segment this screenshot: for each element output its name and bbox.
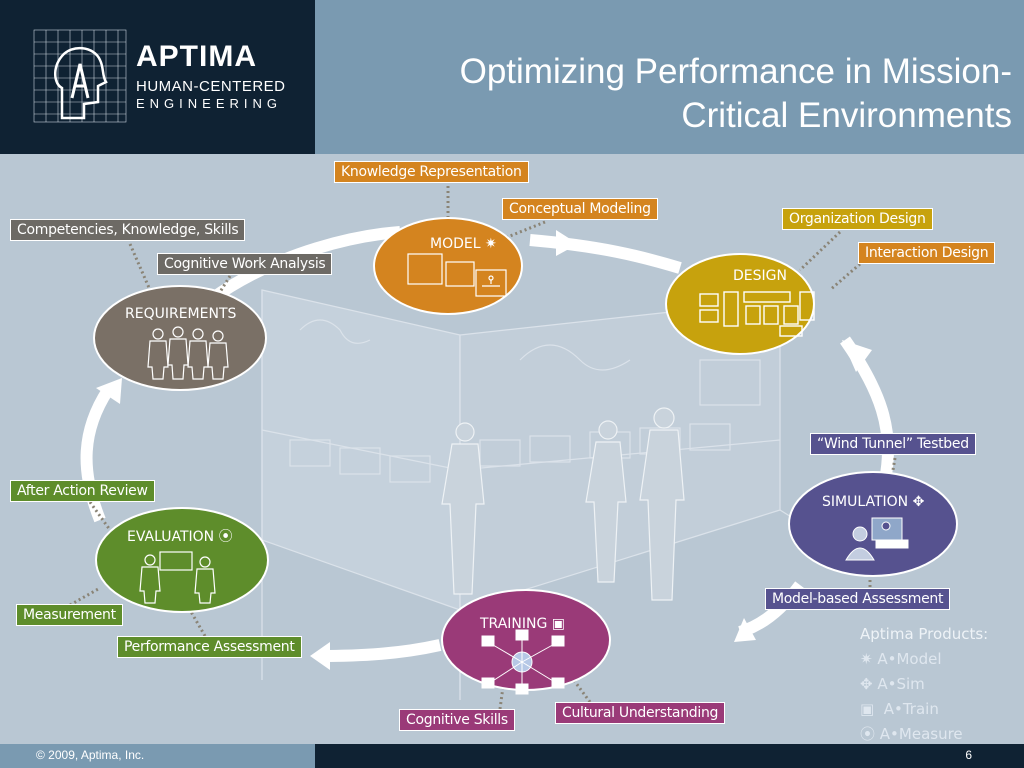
- requirements-node-label: REQUIREMENTS: [125, 306, 237, 322]
- design-node-label: DESIGN: [733, 268, 787, 284]
- tag-model-based-assessment: Model-based Assessment: [765, 588, 951, 610]
- logo-name: APTIMA: [136, 40, 257, 73]
- evaluation-product-icon: ⦿: [218, 529, 233, 545]
- measure-product-icon: ⦿: [860, 725, 876, 743]
- tag-cognitive-skills: Cognitive Skills: [399, 709, 515, 731]
- product-item-train: ▣ A•Train: [860, 700, 939, 718]
- logo-panel: APTIMA HUMAN-CENTERED ENGINEERING: [0, 0, 315, 154]
- model-node: [373, 217, 523, 315]
- training-node-label: TRAINING ▣: [480, 616, 566, 632]
- sim-product-icon: ✥: [860, 675, 873, 693]
- product-item-measure: ⦿ A•Measure: [860, 725, 963, 743]
- model-product-icon: ✷: [860, 650, 873, 668]
- logo-tagline-2: ENGINEERING: [136, 96, 283, 111]
- simulation-illustration: [845, 517, 909, 561]
- simulation-product-icon: ✥: [912, 494, 925, 510]
- tag-measurement: Measurement: [16, 604, 123, 626]
- page-number: 6: [965, 748, 972, 762]
- products-legend: Aptima Products: ✷ A•Model ✥ A•Sim ▣ A•T…: [860, 622, 988, 747]
- train-product-icon: ▣: [860, 700, 875, 718]
- design-illustration: [699, 291, 815, 337]
- tag-organization-design: Organization Design: [782, 208, 933, 230]
- footer-left-panel: [0, 744, 315, 768]
- evaluation-node: [95, 507, 269, 613]
- title-line-2: Critical Environments: [681, 96, 1012, 135]
- evaluation-illustration: [139, 551, 216, 604]
- model-illustration: [407, 253, 507, 297]
- tag-competencies: Competencies, Knowledge, Skills: [10, 219, 246, 241]
- figures-silhouettes: [441, 407, 685, 601]
- page-title: Optimizing Performance in Mission- Criti…: [352, 50, 1012, 138]
- tag-performance-assessment: Performance Assessment: [117, 636, 302, 658]
- copyright-text: © 2009, Aptima, Inc.: [36, 748, 145, 762]
- tag-cognitive-work-analysis: Cognitive Work Analysis: [157, 253, 333, 275]
- training-product-icon: ▣: [551, 616, 566, 632]
- tag-knowledge-representation: Knowledge Representation: [334, 161, 529, 183]
- tag-cultural-understanding: Cultural Understanding: [555, 702, 726, 724]
- products-heading: Aptima Products:: [860, 625, 989, 643]
- model-product-icon: ✷: [484, 236, 497, 252]
- requirements-illustration: [147, 326, 229, 380]
- aptima-logo-icon: [33, 29, 127, 123]
- logo-tagline-1: HUMAN-CENTERED: [136, 78, 286, 95]
- title-line-1: Optimizing Performance in Mission-: [459, 52, 1012, 91]
- tag-conceptual-modeling: Conceptual Modeling: [502, 198, 658, 220]
- training-illustration: [481, 629, 565, 695]
- evaluation-node-label: EVALUATION ⦿: [127, 529, 233, 545]
- requirements-node: [93, 285, 267, 391]
- product-item-sim: ✥ A•Sim: [860, 675, 925, 693]
- simulation-node-label: SIMULATION ✥: [822, 494, 925, 510]
- tag-after-action-review: After Action Review: [10, 480, 155, 502]
- tag-interaction-design: Interaction Design: [858, 242, 996, 264]
- product-item-model: ✷ A•Model: [860, 650, 942, 668]
- tag-wind-tunnel-testbed: “Wind Tunnel” Testbed: [810, 433, 976, 455]
- lifecycle-diagram: [69, 186, 958, 710]
- model-node-label: MODEL ✷: [430, 236, 497, 252]
